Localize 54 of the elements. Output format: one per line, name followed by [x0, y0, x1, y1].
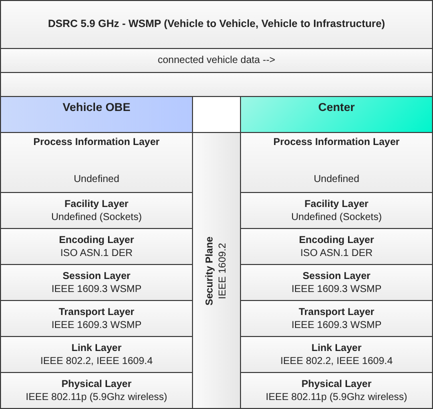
- protocol-text: IEEE 802.11p (5.9Ghz wireless): [26, 390, 168, 404]
- layer-box: [240, 132, 433, 193]
- heading: Session Layer: [62, 270, 130, 282]
- layer-box: [0, 228, 193, 265]
- heading: Transport Layer: [58, 306, 134, 318]
- heading: Link Layer: [71, 342, 122, 354]
- protocol-text: IEEE 802.2, IEEE 1609.4: [40, 354, 153, 368]
- heading: Center: [318, 102, 355, 115]
- heading: Process Information Layer: [273, 136, 400, 149]
- heading: Transport Layer: [298, 306, 374, 318]
- column-header: [0, 96, 193, 133]
- protocol-text: Undefined (Sockets): [291, 210, 382, 224]
- protocol-text: Undefined: [314, 173, 360, 186]
- heading: Physical Layer: [301, 378, 372, 390]
- protocol-text: IEEE 1609.3 WSMP: [51, 282, 142, 296]
- layer-box: [240, 264, 433, 301]
- layer-box: [240, 372, 433, 409]
- protocol-text: Undefined (Sockets): [51, 210, 142, 224]
- heading: Session Layer: [302, 270, 370, 282]
- protocol-text: IEEE 1609.3 WSMP: [291, 282, 382, 296]
- heading: Encoding Layer: [298, 234, 374, 246]
- heading: Encoding Layer: [58, 234, 134, 246]
- layer-box: [0, 300, 193, 337]
- layer-box: [0, 192, 193, 229]
- protocol-text: IEEE 802.2, IEEE 1609.4: [280, 354, 393, 368]
- layer-box: [0, 264, 193, 301]
- heading: Facility Layer: [64, 198, 128, 210]
- title-band: [0, 0, 433, 49]
- protocol-text: ISO ASN.1 DER: [60, 246, 133, 260]
- heading: Link Layer: [311, 342, 362, 354]
- heading: DSRC 5.9 GHz - WSMP (Vehicle to Vehicle, Vehicle to Infrastructure): [48, 18, 386, 31]
- protocol-text: IEEE 1609.3 WSMP: [51, 318, 142, 332]
- empty-band: [0, 72, 433, 97]
- heading: Process Information Layer: [33, 136, 160, 149]
- layer-box: [0, 336, 193, 373]
- column-header: [240, 96, 433, 133]
- heading: Security Plane: [204, 236, 216, 305]
- heading: Vehicle OBE: [62, 102, 130, 115]
- layer-box: [0, 132, 193, 193]
- layer-box: [0, 372, 193, 409]
- data-flow-band: [0, 48, 433, 73]
- heading: Facility Layer: [304, 198, 368, 210]
- band-text: connected vehicle data -->: [158, 54, 276, 67]
- protocol-text: IEEE 1609.3 WSMP: [291, 318, 382, 332]
- heading: Physical Layer: [61, 378, 132, 390]
- layer-box: [240, 300, 433, 337]
- protocol-text: ISO ASN.1 DER: [300, 246, 373, 260]
- layer-box: [240, 228, 433, 265]
- security-plane-band: [192, 132, 241, 409]
- protocol-text: Undefined: [74, 173, 120, 186]
- layer-box: [240, 192, 433, 229]
- layer-box: [240, 336, 433, 373]
- protocol-text: IEEE 1609.2: [216, 242, 230, 299]
- protocol-text: IEEE 802.11p (5.9Ghz wireless): [266, 390, 408, 404]
